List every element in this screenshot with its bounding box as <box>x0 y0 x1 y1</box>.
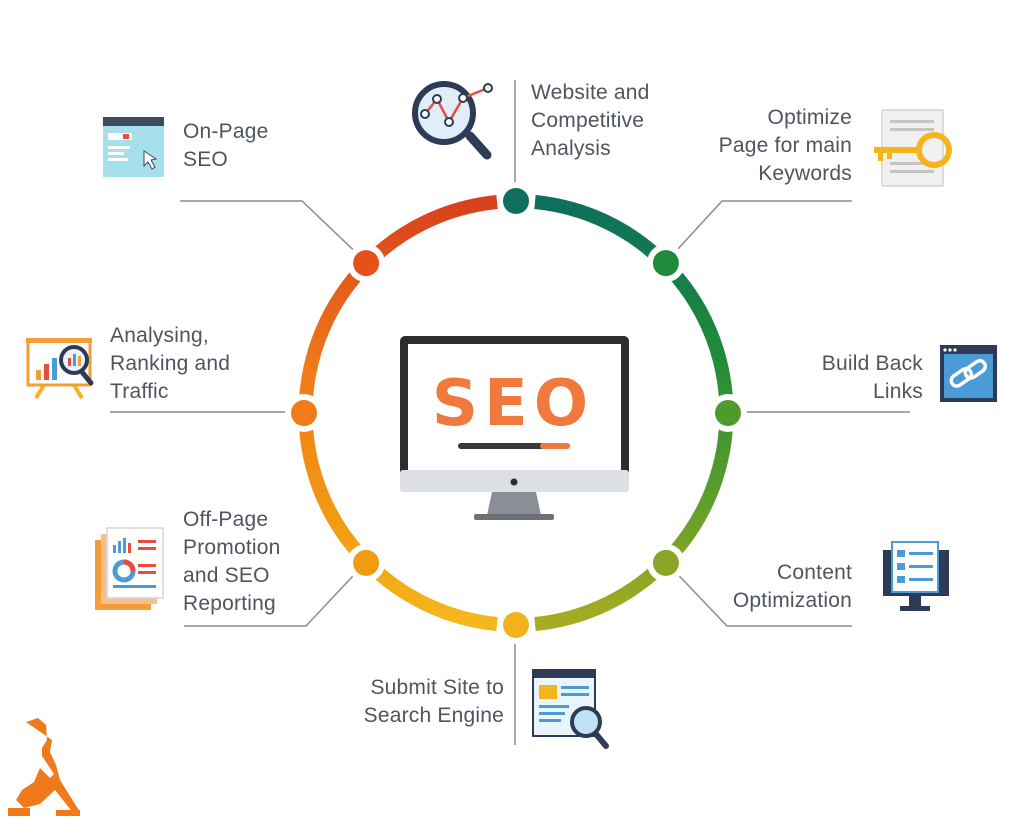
ring-node-content-optimization <box>652 549 679 576</box>
easel-chart-icon <box>26 338 94 400</box>
label-build-back-links: Build Back Links <box>821 352 923 403</box>
key-document-icon <box>874 109 952 187</box>
connector-bottom-left <box>184 561 367 627</box>
brand-logo-icon <box>8 718 80 816</box>
ring-node-website-analysis <box>503 188 529 214</box>
label-submit-site: Submit Site to Search Engine <box>363 676 504 727</box>
ring-node-submit-site <box>503 612 529 638</box>
connector-top-right <box>665 200 852 263</box>
ring-node-build-back-links <box>715 400 741 426</box>
label-off-page-promotion: Off-Page Promotion and SEO Reporting <box>183 508 281 615</box>
chain-link-icon <box>940 345 997 402</box>
connector-top-left <box>180 200 367 263</box>
label-on-page-seo: On-Page SEO <box>183 120 269 171</box>
ring-nodes <box>285 182 747 644</box>
label-website-analysis: Website and Competitive Analysis <box>531 81 650 160</box>
seo-title: SEO <box>432 367 594 441</box>
monitor-icon <box>400 336 629 520</box>
ring-node-on-page-seo <box>353 250 380 277</box>
label-analysing-ranking: Analysing, Ranking and Traffic <box>110 324 231 403</box>
report-pages-icon <box>95 527 164 610</box>
connector-lines <box>110 80 910 745</box>
browser-window-icon <box>103 117 164 177</box>
ring-node-off-page-promotion <box>353 549 380 576</box>
connector-bottom-right <box>665 561 852 627</box>
magnifier-chart-icon <box>412 81 493 160</box>
label-optimize-keywords: Optimize Page for main Keywords <box>718 106 852 185</box>
checklist-monitor-icon <box>883 541 949 611</box>
label-content-optimization: Content Optimization <box>732 561 852 612</box>
search-document-icon <box>532 669 609 749</box>
ring-node-analysing-ranking <box>291 400 317 426</box>
ring-node-optimize-keywords <box>652 250 679 277</box>
